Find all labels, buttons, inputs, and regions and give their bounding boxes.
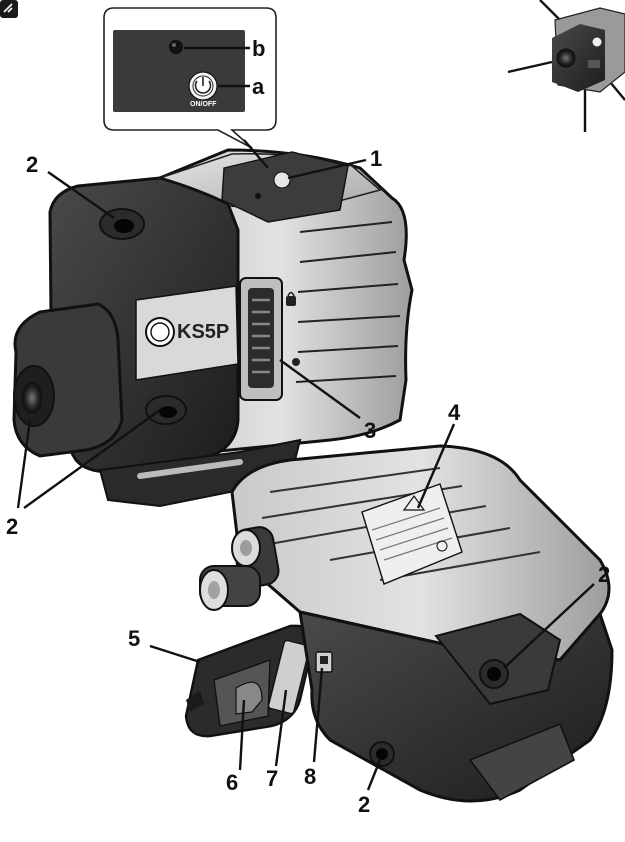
control-panel-inset: ON/OFF b a bbox=[103, 7, 277, 149]
callout-2-top: 2 bbox=[26, 152, 38, 177]
callout-8: 8 bbox=[304, 764, 316, 789]
callout-b: b bbox=[252, 36, 265, 61]
callout-7: 7 bbox=[266, 766, 278, 791]
callout-1: 1 bbox=[370, 146, 382, 171]
callout-a: a bbox=[252, 74, 265, 99]
callout-6: 6 bbox=[226, 770, 238, 795]
power-button-caption: ON/OFF bbox=[190, 101, 217, 108]
led-indicator-icon bbox=[169, 40, 183, 54]
laser-level-front-view: KS5P bbox=[12, 148, 414, 508]
callout-5: 5 bbox=[128, 626, 140, 651]
callout-3: 3 bbox=[364, 418, 376, 443]
brand-logo-icon bbox=[145, 317, 175, 347]
callout-2-bottom: 2 bbox=[358, 792, 370, 817]
callout-2-left: 2 bbox=[6, 514, 18, 539]
overview-thumbnail bbox=[507, 0, 625, 132]
callout-4: 4 bbox=[448, 400, 461, 425]
callout-2-right: 2 bbox=[598, 562, 610, 587]
page-corner-tab bbox=[0, 0, 18, 18]
callout-numbers: 1 2 3 2 4 2 5 6 7 8 2 bbox=[6, 146, 610, 817]
model-label: KS5P bbox=[177, 321, 229, 343]
laser-level-rear-view bbox=[184, 444, 614, 803]
callout-leaders bbox=[16, 139, 595, 791]
lock-icon bbox=[286, 296, 296, 306]
